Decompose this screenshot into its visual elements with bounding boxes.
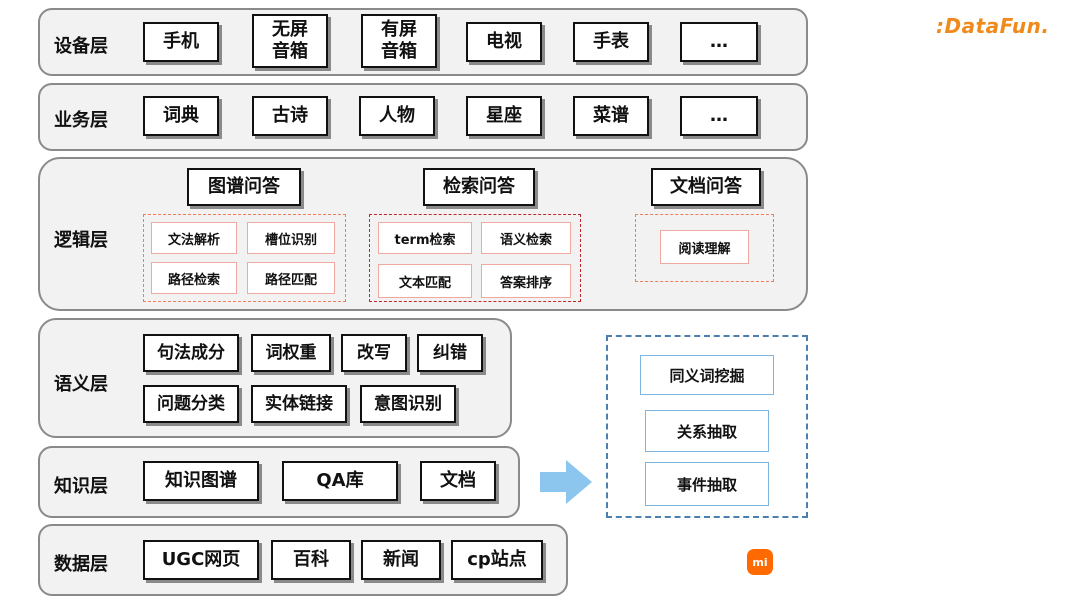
business-layer-label: 业务层 [54, 110, 108, 131]
device-more: … [680, 22, 758, 62]
semantic-term-weight: 词权重 [251, 334, 331, 372]
graph-qa-title: 图谱问答 [187, 168, 301, 206]
device-screen-speaker: 有屏 音箱 [361, 14, 437, 68]
semantic-question-classification: 问题分类 [143, 385, 239, 423]
xiaomi-logo: mi [747, 549, 773, 575]
mining-relation-extraction: 关系抽取 [645, 410, 769, 452]
semantic-layer-label: 语义层 [54, 374, 108, 395]
business-dictionary: 词典 [143, 96, 219, 136]
data-ugc-webpages: UGC网页 [143, 540, 259, 580]
semantic-entity-linking: 实体链接 [251, 385, 347, 423]
graph-qa-group [143, 214, 346, 302]
graph-grammar-parsing: 文法解析 [151, 222, 237, 254]
device-screenless-speaker: 无屏 音箱 [252, 14, 328, 68]
business-more: … [680, 96, 758, 136]
knowledge-graph: 知识图谱 [143, 461, 259, 501]
search-semantic-retrieval: 语义检索 [481, 222, 571, 254]
search-answer-ranking: 答案排序 [481, 264, 571, 298]
semantic-intent-recognition: 意图识别 [360, 385, 456, 423]
data-cp-sites: cp站点 [451, 540, 543, 580]
semantic-correction: 纠错 [417, 334, 483, 372]
business-person: 人物 [359, 96, 435, 136]
semantic-syntax: 句法成分 [143, 334, 239, 372]
search-text-matching: 文本匹配 [378, 264, 472, 298]
data-news: 新闻 [361, 540, 441, 580]
knowledge-layer-label: 知识层 [54, 476, 108, 497]
graph-slot-recognition: 槽位识别 [247, 222, 335, 254]
mining-group [606, 335, 808, 518]
mining-synonym: 同义词挖掘 [640, 355, 774, 395]
device-watch: 手表 [573, 22, 649, 62]
search-qa-group [369, 214, 581, 302]
doc-qa-title: 文档问答 [651, 168, 761, 206]
business-poetry: 古诗 [252, 96, 328, 136]
knowledge-documents: 文档 [420, 461, 496, 501]
doc-reading-comprehension: 阅读理解 [660, 230, 749, 264]
datafun-logo: :DataFun. [936, 14, 1050, 38]
graph-path-retrieval: 路径检索 [151, 262, 237, 294]
mining-event-extraction: 事件抽取 [645, 462, 769, 506]
right-arrow-icon [540, 460, 592, 504]
search-term-retrieval: term检索 [378, 222, 472, 254]
business-recipe: 菜谱 [573, 96, 649, 136]
graph-path-matching: 路径匹配 [247, 262, 335, 294]
logic-layer-label: 逻辑层 [54, 230, 108, 251]
search-qa-title: 检索问答 [423, 168, 535, 206]
knowledge-qa-base: QA库 [282, 461, 398, 501]
business-constellation: 星座 [466, 96, 542, 136]
device-phone: 手机 [143, 22, 219, 62]
device-tv: 电视 [466, 22, 542, 62]
device-layer-label: 设备层 [54, 36, 108, 57]
data-encyclopedia: 百科 [271, 540, 351, 580]
semantic-rewrite: 改写 [341, 334, 407, 372]
doc-qa-group [635, 214, 774, 282]
data-layer-label: 数据层 [54, 554, 108, 575]
